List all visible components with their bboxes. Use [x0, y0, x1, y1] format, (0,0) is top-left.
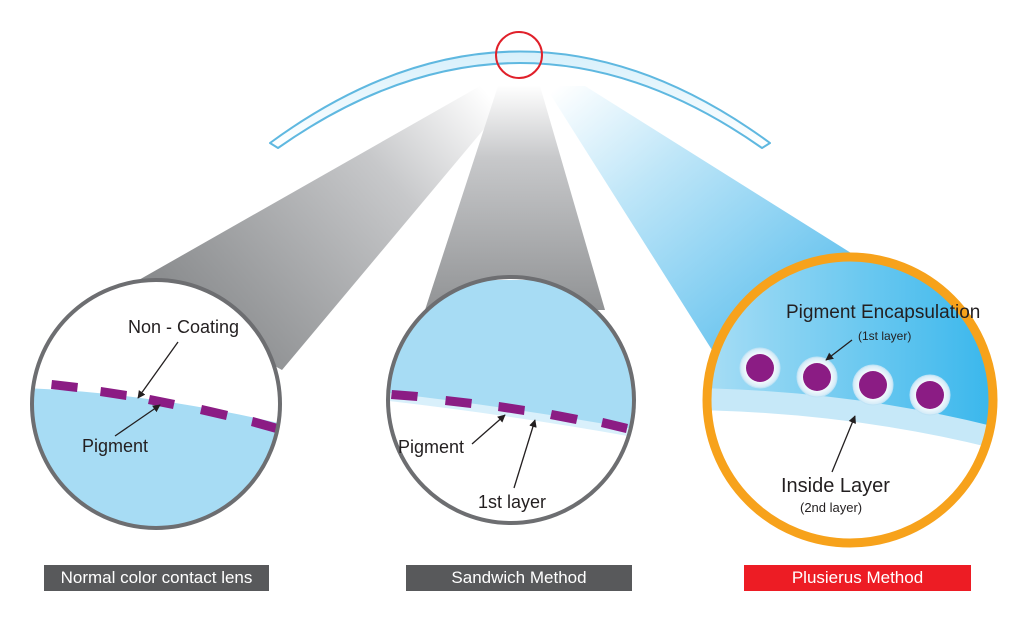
panel-plusierus-method: Pigment Encapsulation (1st layer) Inside… — [702, 252, 998, 548]
magnified-area-highlight — [495, 31, 543, 79]
label-inside-layer: Inside Layer — [781, 475, 890, 497]
magnifier-frame — [30, 278, 282, 530]
panel-sandwich-method: Pigment 1st layer — [386, 275, 636, 525]
label-non-coating: Non - Coating — [128, 317, 239, 337]
label-inside-layer-sublabel: (2nd layer) — [800, 500, 862, 515]
pigment-dashes — [51, 380, 278, 433]
caption-normal-lens: Normal color contact lens — [44, 565, 269, 591]
label-pigment: Pigment — [82, 436, 148, 456]
label-pigment: Pigment — [398, 437, 464, 457]
label-first-layer: 1st layer — [478, 492, 546, 512]
magnifier-frame — [702, 252, 998, 548]
beam-center — [425, 86, 605, 310]
label-pigment-encapsulation: Pigment Encapsulation — [786, 302, 980, 323]
beam-left — [130, 86, 520, 370]
panel-normal-lens: Non - Coating Pigment — [30, 278, 282, 530]
pigment-dashes — [391, 390, 628, 433]
magnifier-frame — [386, 275, 636, 525]
encapsulated-pigments — [739, 347, 951, 416]
lens-body — [388, 280, 634, 432]
label-encapsulation-sublabel: (1st layer) — [858, 329, 911, 343]
caption-sandwich-method: Sandwich Method — [406, 565, 632, 591]
lens-cross-section-arc — [269, 50, 771, 149]
caption-plusierus-method: Plusierus Method — [744, 565, 971, 591]
